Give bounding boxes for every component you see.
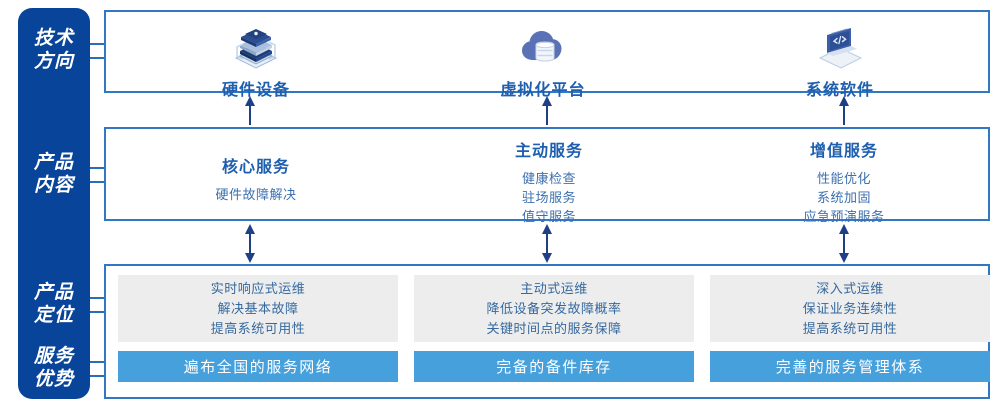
technology-direction-panel: 硬件设备 虚拟化平台 (104, 10, 990, 99)
product-content-item: 性能优化 (816, 171, 871, 186)
positioning-line: 主动式运维 (520, 280, 588, 296)
rail-label-line2: 方向 (33, 51, 74, 72)
connector-line (90, 57, 105, 59)
positioning-line: 保证业务连续性 (802, 300, 898, 316)
product-content-panel: 核心服务 硬件故障解决 主动服务 健康检查 驻场服务 值守服务 增值服务 性能优… (104, 127, 990, 224)
product-content-item: 驻场服务 (521, 190, 576, 205)
rail-item-product-content[interactable]: 产品 内容 (18, 151, 90, 197)
connector-line (90, 297, 105, 299)
positioning-line: 实时响应式运维 (210, 280, 306, 296)
connector-line (90, 167, 105, 169)
advantage-bar-label: 完善的服务管理体系 (775, 359, 925, 376)
product-content-item: 系统加固 (816, 190, 871, 205)
rail-label-line1: 产品 (33, 152, 74, 173)
advantage-bar-label: 完备的备件库存 (496, 359, 612, 376)
positioning-advantage-panel: 实时响应式运维 解决基本故障 提高系统可用性 主动式运维 降低设备突发故障概率 … (104, 264, 990, 399)
technology-column-virtualization[interactable]: 虚拟化平台 (443, 14, 643, 100)
positioning-card-proactive[interactable]: 主动式运维 降低设备突发故障概率 关键时间点的服务保障 (414, 275, 694, 342)
product-content-title: 主动服务 (514, 143, 583, 160)
arrow-up-down-icon (540, 224, 554, 263)
rail-item-product-positioning[interactable]: 产品 定位 (18, 281, 90, 327)
arrow-up-down-icon (243, 224, 257, 263)
rail-label-line1: 产品 (33, 282, 74, 303)
rail-item-service-advantage[interactable]: 服务 优势 (18, 345, 90, 391)
positioning-card-deep[interactable]: 深入式运维 保证业务连续性 提高系统可用性 (710, 275, 990, 342)
advantage-bar-network[interactable]: 遍布全国的服务网络 (118, 351, 398, 382)
rail-label-line2: 定位 (33, 305, 74, 326)
connector-line (90, 375, 105, 377)
technology-label: 系统软件 (805, 82, 874, 99)
connector-line (90, 311, 105, 313)
positioning-line: 深入式运维 (816, 280, 884, 296)
rail-label-line1: 服务 (33, 346, 74, 367)
positioning-line: 关键时间点的服务保障 (486, 320, 622, 336)
technology-label: 硬件设备 (221, 82, 290, 99)
arrow-up-down-icon (837, 224, 851, 263)
positioning-line: 提高系统可用性 (210, 320, 306, 336)
rail-label-line2: 内容 (33, 175, 74, 196)
advantage-bar-label: 遍布全国的服务网络 (183, 359, 333, 376)
connector-line (90, 361, 105, 363)
rail-label-line1: 技术 (33, 28, 74, 49)
positioning-line: 解决基本故障 (217, 300, 299, 316)
server-stack-icon (156, 14, 356, 72)
product-content-item: 值守服务 (521, 209, 576, 224)
arrow-up-icon (243, 95, 257, 125)
arrow-up-icon (540, 95, 554, 125)
product-content-column-core[interactable]: 核心服务 硬件故障解决 (136, 153, 376, 204)
connector-line (90, 43, 105, 45)
advantage-bar-spare-parts[interactable]: 完备的备件库存 (414, 351, 694, 382)
positioning-line: 降低设备突发故障概率 (486, 300, 622, 316)
rail-label-line2: 优势 (33, 369, 74, 390)
connector-line (90, 181, 105, 183)
product-content-item: 硬件故障解决 (215, 187, 297, 202)
product-content-item: 应急预演服务 (803, 209, 885, 224)
product-content-title: 核心服务 (221, 159, 290, 176)
left-rail (18, 8, 90, 399)
product-content-column-value-added[interactable]: 增值服务 性能优化 系统加固 应急预演服务 (724, 137, 964, 226)
technology-column-hardware[interactable]: 硬件设备 (156, 14, 356, 100)
positioning-card-realtime[interactable]: 实时响应式运维 解决基本故障 提高系统可用性 (118, 275, 398, 342)
technology-column-system-software[interactable]: 系统软件 (740, 14, 940, 100)
laptop-code-icon (740, 14, 940, 72)
cloud-database-icon (443, 14, 643, 72)
rail-item-technology-direction[interactable]: 技术 方向 (18, 27, 90, 73)
advantage-bar-management[interactable]: 完善的服务管理体系 (710, 351, 990, 382)
product-content-item: 健康检查 (521, 171, 576, 186)
positioning-line: 提高系统可用性 (802, 320, 898, 336)
arrow-up-icon (837, 95, 851, 125)
product-content-column-proactive[interactable]: 主动服务 健康检查 驻场服务 值守服务 (429, 137, 669, 226)
product-content-title: 增值服务 (809, 143, 878, 160)
technology-label: 虚拟化平台 (500, 82, 586, 99)
